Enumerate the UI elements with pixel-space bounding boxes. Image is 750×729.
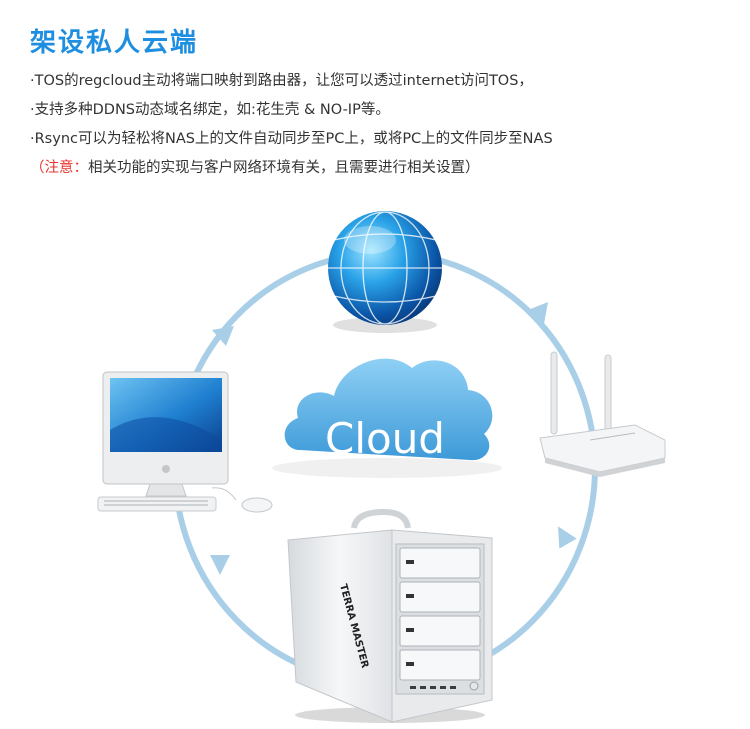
note-label: （注意： [30,160,88,176]
feature-item-rsync: ·Rsync可以为轻松将NAS上的文件自动同步至PC上，或将PC上的文件同步至N… [30,131,553,147]
arrow-icon [212,326,234,346]
nas-device-icon: TERRA MASTER [287,508,493,723]
feature-list: ·TOS的regcloud主动将端口映射到路由器，让您可以透过internet访… [30,70,730,179]
arrow-icon [558,526,577,549]
feature-item-port-mapping: ·TOS的regcloud主动将端口映射到路由器，让您可以透过internet访… [30,73,533,89]
arrow-icon [210,555,230,575]
note-text: 相关功能的实现与客户网络环境有关，且需要进行相关设置） [88,160,480,176]
desktop-computer-icon [97,371,273,513]
note: （注意：相关功能的实现与客户网络环境有关，且需要进行相关设置） [30,157,730,179]
feature-item-ddns: ·支持多种DDNS动态域名绑定，如:花生壳 & NO-IP等。 [30,102,390,118]
cloud-network-diagram: Cloud TERRA MASTER [97,211,666,723]
arrow-icon [528,302,548,324]
page-title: 架设私人云端 [30,28,199,58]
cloud-label: Cloud [325,414,445,463]
cloud-icon: Cloud [272,358,502,478]
globe-icon [328,211,442,333]
router-icon [539,351,666,477]
